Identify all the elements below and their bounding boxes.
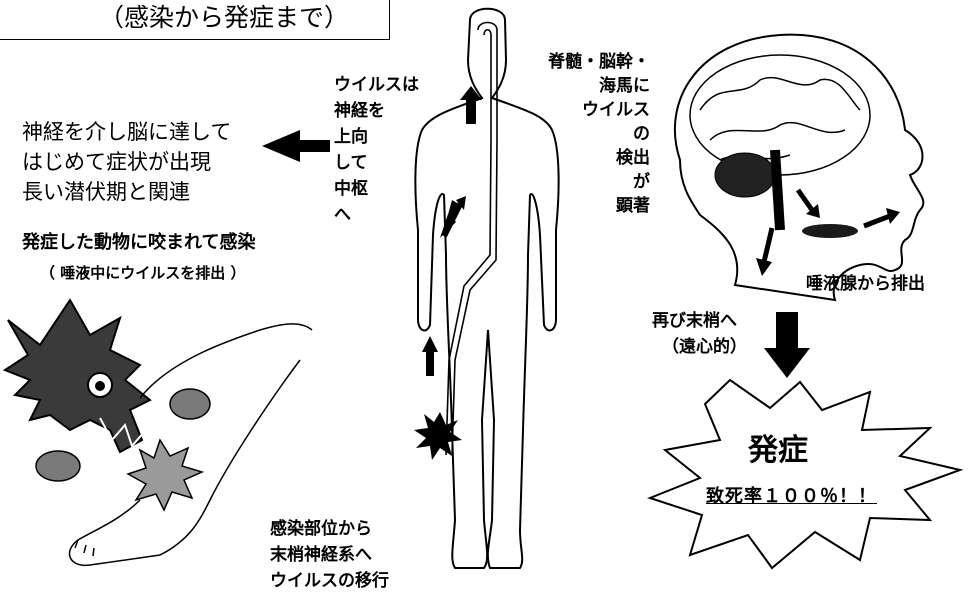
onset-title: 発症 — [748, 433, 808, 468]
title-box: （感染から発症まで） — [0, 0, 390, 40]
arrow-up-icon — [422, 336, 438, 376]
detect-line: が — [633, 172, 650, 192]
saliva-label: 唾液腺から排出 — [806, 274, 925, 294]
ascend-line: 上向 — [334, 127, 368, 147]
human-body-icon — [414, 7, 560, 569]
ascend-line: へ — [334, 205, 351, 225]
ascend-line: 神経を — [334, 101, 385, 121]
page-title: （感染から発症まで） — [99, 3, 350, 32]
symptom-line: はじめて症状が出現 — [22, 150, 211, 174]
wolf-icon — [2, 298, 211, 482]
ascend-line: して — [334, 153, 368, 173]
arrow-down-icon — [756, 227, 775, 276]
symptom-text: 神経を介し脳に達して はじめて症状が出現 長い潜伏期と関連 — [22, 117, 231, 207]
nerve-path — [445, 21, 498, 456]
fatality-text: 致死率１００％！！ — [706, 486, 877, 507]
infection-text: 感染部位から 末梢神経系へ ウイルスの移行 — [270, 516, 389, 594]
brain-icon — [674, 33, 925, 302]
detect-text: 脊髄・脳幹・ 海馬に ウイルス の 検出 が 顕著 — [520, 50, 650, 218]
arrow-right-icon — [863, 208, 900, 229]
symptom-line: 長い潜伏期と関連 — [22, 180, 190, 204]
arrow-up-icon — [440, 196, 466, 238]
detect-line: ウイルス — [582, 100, 650, 120]
leg-outline — [68, 323, 313, 567]
infection-line: 感染部位から — [270, 519, 372, 539]
detect-line: 顕著 — [616, 196, 650, 216]
detect-line: の — [633, 124, 650, 144]
peripheral-line: 再び末梢へ — [652, 311, 737, 331]
ascend-line: 中枢 — [334, 179, 368, 199]
starburst-icon — [414, 412, 462, 460]
bite-main-text: 発症した動物に咬まれて感染 — [22, 232, 256, 253]
arrow-down-icon — [764, 312, 810, 378]
peripheral-text: 再び末梢へ （遠心的） — [652, 308, 747, 360]
bite-sub-text: （ 唾液中にウイルスを排出 ） — [40, 264, 246, 282]
detect-line: 海馬に — [599, 76, 650, 96]
infection-line: ウイルスの移行 — [270, 571, 389, 591]
arrow-up-icon — [460, 86, 482, 124]
arrow-down-icon — [795, 188, 820, 218]
ascend-line: ウイルスは — [334, 75, 419, 95]
onset-starburst-icon — [647, 378, 964, 570]
peripheral-line: （遠心的） — [662, 337, 747, 357]
arrow-left-icon — [262, 130, 330, 162]
infection-line: 末梢神経系へ — [270, 545, 372, 565]
bite-burst-icon — [126, 438, 205, 512]
detect-line: 脊髄・脳幹・ — [548, 52, 650, 72]
detect-line: 検出 — [616, 148, 650, 168]
ascend-text: ウイルスは 神経を 上向 して 中枢 へ — [334, 72, 419, 228]
symptom-line: 神経を介し脳に達して — [22, 120, 232, 144]
